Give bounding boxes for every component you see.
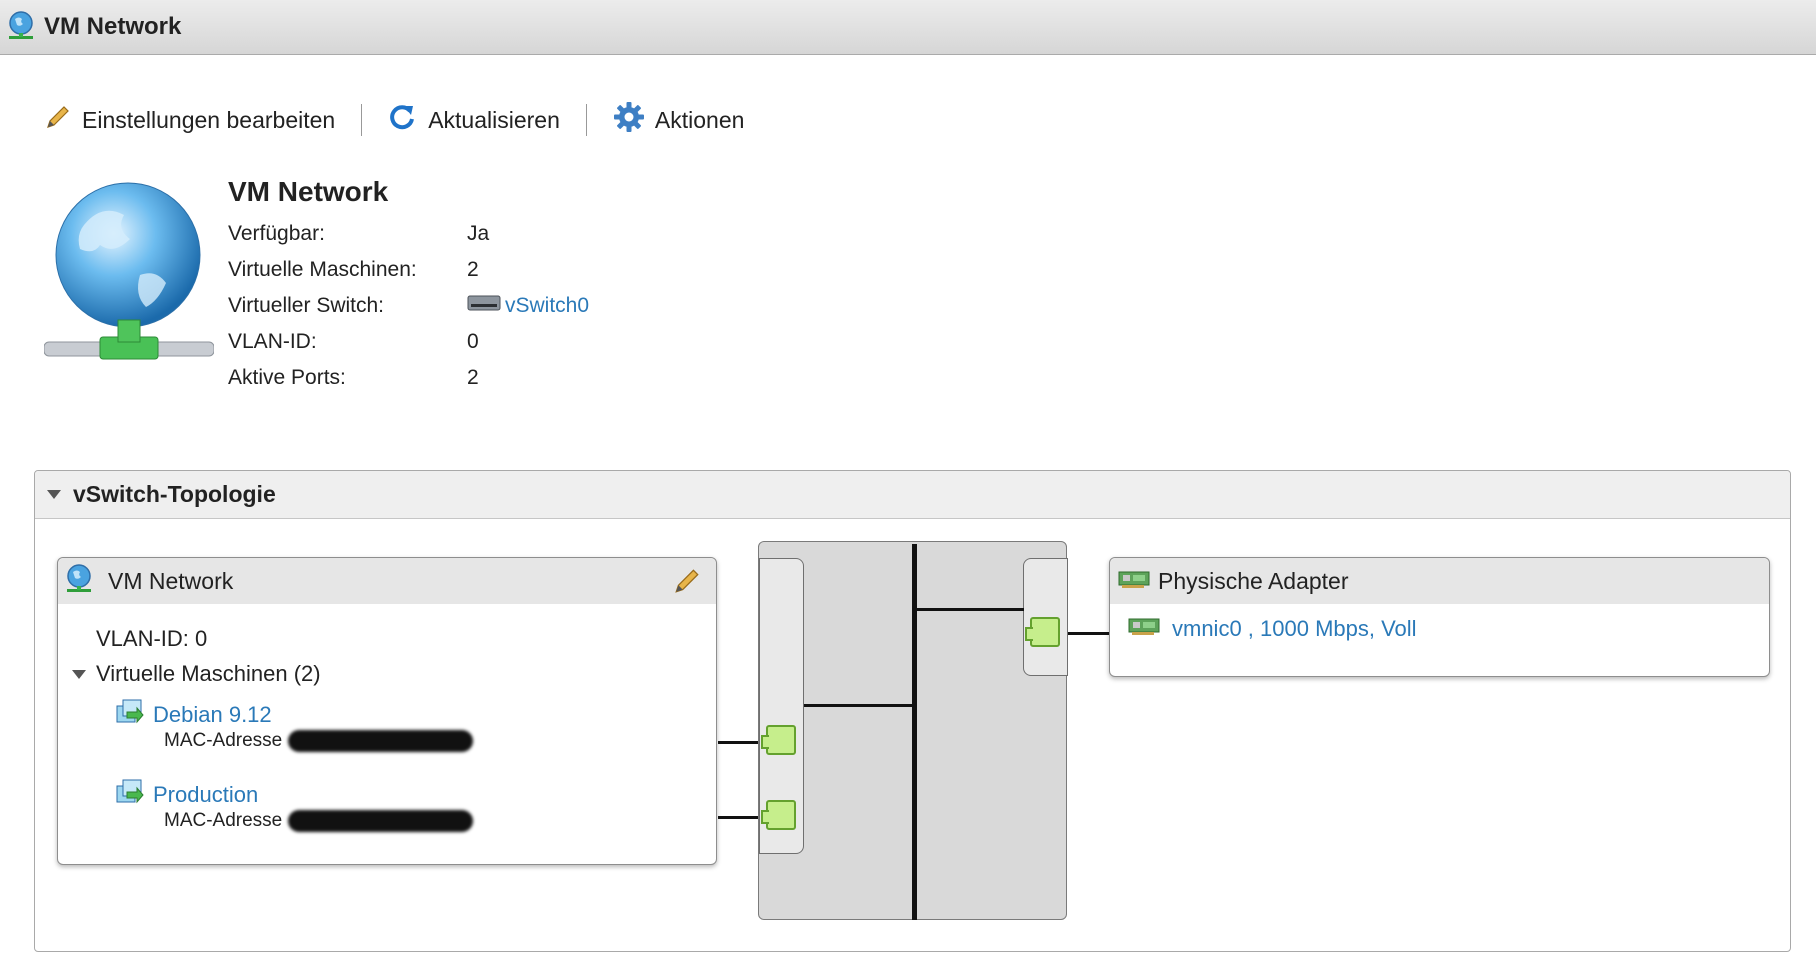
network-globe-icon: [6, 10, 36, 45]
summary-label: Aktive Ports:: [228, 366, 346, 389]
vm-item-debian[interactable]: Debian 9.12: [115, 698, 272, 732]
physical-adapters-title: Physische Adapter: [1158, 567, 1349, 594]
summary-row-active-ports: Aktive Ports: 2: [228, 360, 589, 396]
network-name: VM Network: [228, 176, 389, 207]
adapter-item[interactable]: vmnic0 , 1000 Mbps, Voll: [1128, 616, 1417, 642]
network-globe-icon: [64, 563, 94, 599]
connection-line: [718, 741, 764, 744]
summary-row-virtual-machines: Virtuelle Maschinen: 2: [228, 252, 589, 288]
uplink-port-icon: [1025, 617, 1060, 647]
refresh-button[interactable]: Aktualisieren: [388, 102, 560, 138]
switch-line: [914, 608, 1024, 611]
collapse-caret-icon[interactable]: [47, 490, 61, 499]
vswitch-link[interactable]: vSwitch0: [505, 294, 590, 317]
network-card-icon: [1128, 616, 1160, 642]
switch-line: [804, 704, 914, 707]
vm-mac-row: MAC-Adresse: [164, 810, 474, 832]
portgroup-vlan: VLAN-ID: 0: [96, 626, 208, 651]
summary-label: Virtuelle Maschinen:: [228, 258, 417, 281]
summary-row-virtual-switch: Virtueller Switch: vSwitch0: [228, 288, 589, 324]
summary-label: Virtueller Switch:: [228, 294, 385, 317]
portgroup-panel: VM Network VLAN-ID: 0 Virtuelle Maschine…: [57, 557, 717, 865]
summary-value: 2: [467, 258, 479, 281]
edit-settings-button[interactable]: Einstellungen bearbeiten: [44, 103, 335, 137]
adapter-link[interactable]: vmnic0 , 1000 Mbps, Voll: [1172, 616, 1417, 641]
vms-tree-node[interactable]: Virtuelle Maschinen (2): [72, 661, 321, 687]
vm-link[interactable]: Production: [153, 782, 259, 807]
vms-label: Virtuelle Maschinen (2): [96, 661, 321, 686]
gear-icon: [613, 101, 645, 139]
summary-value: Ja: [467, 222, 490, 245]
summary-value: 2: [467, 366, 479, 389]
network-summary: VM Network Verfügbar: Ja Virtuelle Masch…: [228, 176, 589, 396]
vm-item-production[interactable]: Production: [115, 778, 258, 812]
physical-adapters-panel: Physische Adapter vmnic0 , 1000 Mbps, Vo…: [1109, 557, 1770, 677]
topology-header[interactable]: vSwitch-Topologie: [35, 471, 1790, 519]
switch-icon: [467, 293, 501, 319]
switch-backbone: [912, 544, 917, 920]
actions-button[interactable]: Aktionen: [613, 101, 745, 139]
refresh-label: Aktualisieren: [428, 106, 560, 133]
summary-label: Verfügbar:: [228, 222, 325, 245]
vm-icon: [115, 778, 145, 812]
summary-row-vlan-id: VLAN-ID: 0: [228, 324, 589, 360]
title-bar: VM Network: [0, 0, 1816, 55]
portgroup-header: VM Network: [58, 558, 716, 604]
summary-value: 0: [467, 330, 479, 353]
mac-label: MAC-Adresse: [164, 730, 283, 751]
toolbar: Einstellungen bearbeiten Aktualisieren: [44, 101, 745, 139]
vm-icon: [115, 698, 145, 732]
summary-label: VLAN-ID:: [228, 330, 317, 353]
connection-line: [718, 816, 764, 819]
window-title: VM Network: [44, 13, 182, 40]
vm-port-icon: [761, 725, 796, 755]
network-card-icon: [1118, 568, 1150, 595]
portgroup-name: VM Network: [108, 567, 234, 594]
physical-adapters-header: Physische Adapter: [1110, 558, 1769, 604]
vm-port-icon: [761, 800, 796, 830]
topology-title: vSwitch-Topologie: [73, 481, 276, 507]
pencil-icon: [44, 103, 72, 137]
edit-settings-label: Einstellungen bearbeiten: [82, 106, 336, 133]
edit-portgroup-pencil-icon[interactable]: [672, 566, 702, 602]
redacted-mac-address: [288, 810, 474, 832]
actions-label: Aktionen: [654, 106, 745, 133]
vswitch-graphic: [758, 541, 1068, 920]
network-globe-large-icon: [43, 180, 215, 420]
toolbar-separator: [361, 104, 363, 136]
toolbar-separator: [585, 104, 587, 136]
vm-mac-row: MAC-Adresse: [164, 730, 474, 752]
connection-line: [1068, 632, 1110, 635]
redacted-mac-address: [288, 730, 474, 752]
mac-label: MAC-Adresse: [164, 810, 283, 831]
vm-link[interactable]: Debian 9.12: [153, 702, 272, 727]
refresh-icon: [388, 102, 418, 138]
expand-caret-icon[interactable]: [72, 669, 86, 679]
summary-row-available: Verfügbar: Ja: [228, 216, 589, 252]
